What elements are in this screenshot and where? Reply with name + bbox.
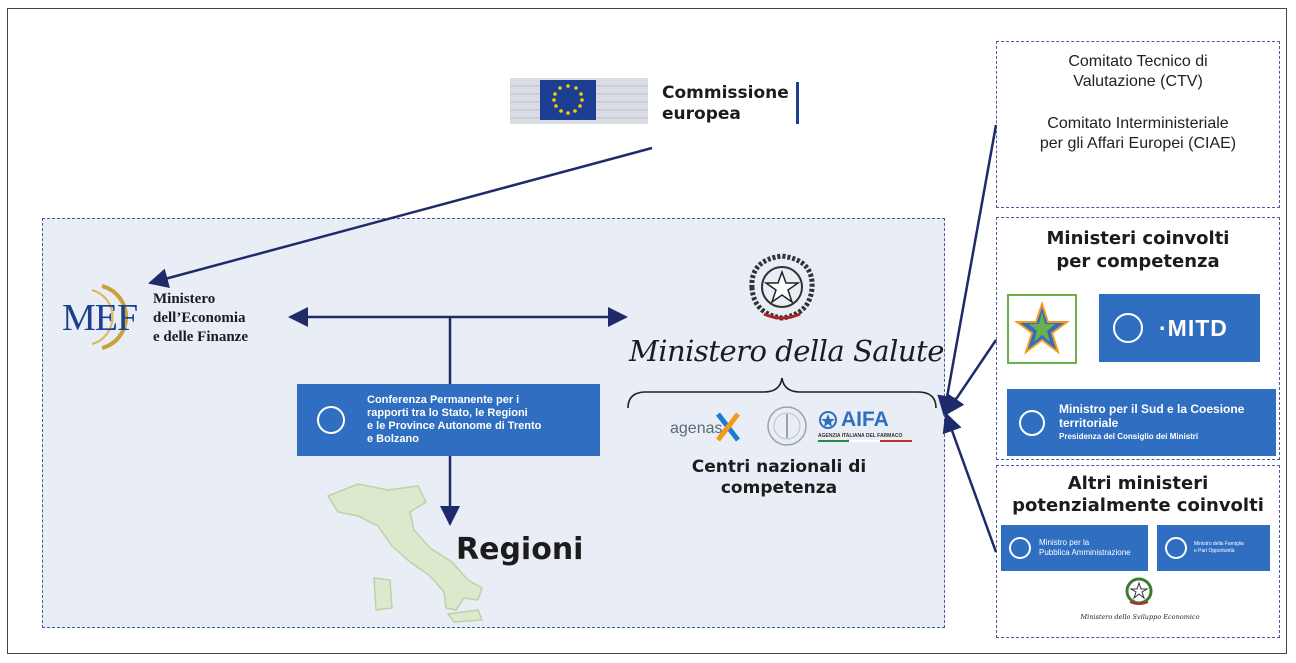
conferenza-line3: e le Province Autonome di Trento [367,420,542,432]
ctv-line2: Valutazione (CTV) [1073,73,1203,90]
commission-line1: Commissione [662,83,789,103]
mef-line1: Ministero [153,291,216,307]
sud-line1: Ministro per il Sud e la Coesione [1059,401,1245,416]
ciae-line2: per gli Affari Europei (CIAE) [1039,135,1237,152]
mef-label: Ministero dell’Economia e delle Finanze [153,290,248,347]
aifa-logo-text: AIFA [841,408,889,431]
mef-logo: MEF [62,282,144,352]
mef-line2: dell’Economia [153,310,246,326]
pa-text: Ministro per la Pubblica Amministrazione [1039,538,1131,558]
famiglia-card: Ministro della Famiglia e Pari Opportuni… [1157,525,1270,571]
italy-map-icon [318,476,508,626]
mise-emblem-icon [1124,577,1154,607]
ministeri-coinvolti-title: Ministeri coinvolti per competenza [996,227,1280,273]
pubblica-amministrazione-card: Ministro per la Pubblica Amministrazione [1001,525,1148,571]
mef-arc-icon [91,284,129,350]
conferenza-line1: Conferenza Permanente per i [367,394,520,406]
italian-republic-emblem-icon [742,252,822,324]
conferenza-text: Conferenza Permanente per i rapporti tra… [367,394,541,446]
conferenza-line2: rapporti tra lo Stato, le Regioni [367,407,528,419]
aifa-flag-bar [818,440,912,442]
committees-text: Comitato Tecnico di Valutazione (CTV) Co… [996,52,1280,154]
ciae-line1: Comitato Interministeriale [1047,115,1229,132]
european-commission-logo [510,66,648,128]
mitd-label: ·MITD [1159,314,1228,341]
mitd-card: ·MITD [1099,294,1260,362]
berlaymont-building-icon [510,78,648,124]
ministeri-title-line2: per competenza [1056,251,1220,272]
centri-line2: competenza [720,478,838,498]
mef-logo-text: MEF [62,297,138,339]
famiglia-text: Ministro della Famiglia e Pari Opportuni… [1194,541,1244,555]
commission-line2: europea [662,104,741,124]
altri-ministeri-title: Altri ministeri potenzialmente coinvolti [996,473,1280,517]
emblem-icon [317,406,345,434]
pa-line1: Ministro per la [1039,538,1090,547]
sud-coesione-card: Ministro per il Sud e la Coesione territ… [1007,389,1276,456]
sud-line3: Presidenza del Consiglio dei Ministri [1059,431,1199,441]
ministero-salute-label: Ministero della Salute [629,334,944,368]
altri-title-line2: potenzialmente coinvolti [1012,495,1264,516]
emblem-icon [1165,537,1187,559]
emblem-icon [1113,313,1143,343]
emblem-icon [1019,409,1045,436]
aifa-emblem-icon [818,410,838,430]
conferenza-card: Conferenza Permanente per i rapporti tra… [297,384,600,456]
centri-nazionali-label: Centri nazionali di competenza [689,457,869,499]
ctv-line1: Comitato Tecnico di [1068,53,1208,70]
centri-line1: Centri nazionali di [691,457,867,477]
transition-star-logo-icon [1007,294,1077,364]
aifa-subtitle: AGENZIA ITALIANA DEL FARMACO [818,433,903,439]
fam-line1: Ministro della Famiglia [1194,541,1244,547]
european-commission-label: Commissione europea [662,83,789,125]
sud-line2: territoriale [1059,415,1119,430]
altri-title-line1: Altri ministeri [1067,473,1209,494]
agenas-mark-icon [714,410,744,444]
committees-box [996,41,1280,208]
ministeri-title-line1: Ministeri coinvolti [1046,228,1230,249]
fam-line2: e Pari Opportunità [1194,548,1235,554]
agenas-logo-text: agenas. [670,420,727,437]
commission-accent-bar [796,82,799,124]
pa-line2: Pubblica Amministrazione [1039,548,1131,557]
emblem-icon [1009,537,1031,559]
mise-label: Ministero dello Sviluppo Economico [1080,613,1200,621]
regioni-label: Regioni [456,532,584,567]
sud-coesione-text: Ministro per il Sud e la Coesione territ… [1059,402,1244,444]
conferenza-line4: e Bolzano [367,433,419,445]
mef-line3: e delle Finanze [153,329,248,345]
iss-seal-icon [765,404,809,448]
